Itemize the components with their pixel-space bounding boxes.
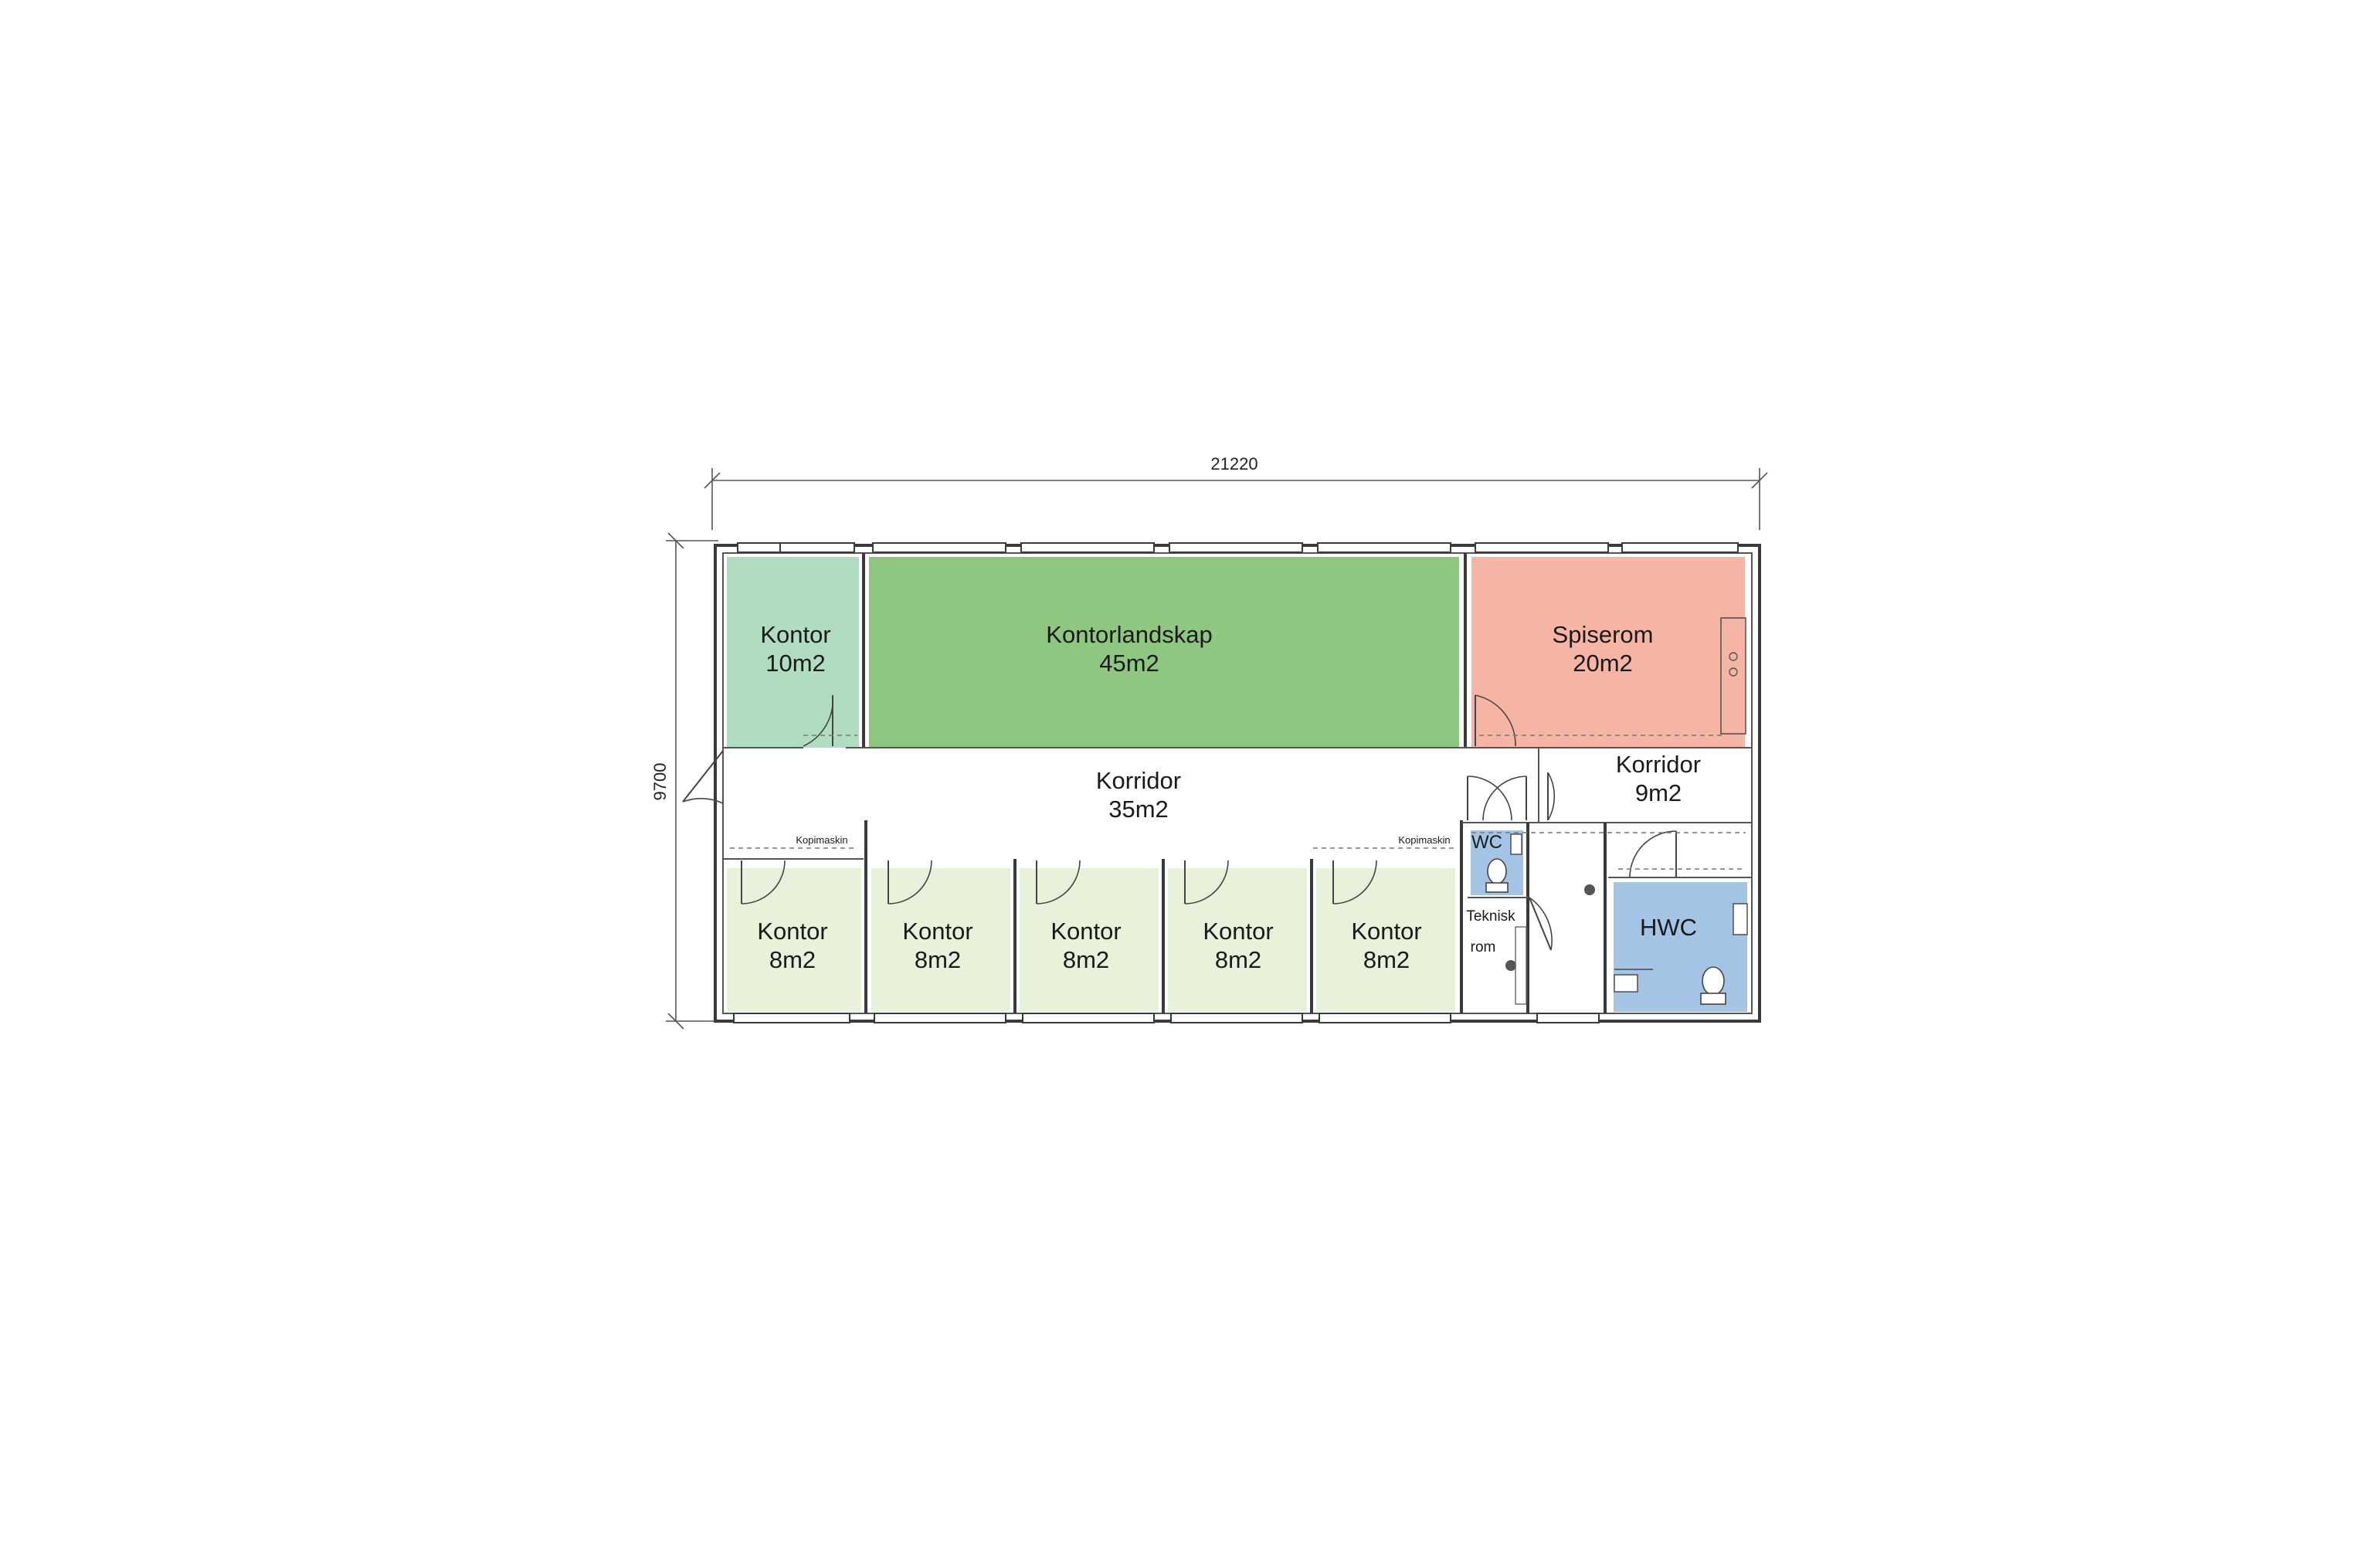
- room-kontor-2-area: 8m2: [915, 946, 961, 973]
- room-kontorlandskap-name: Kontorlandskap: [1046, 621, 1212, 648]
- dashed-zones: [730, 735, 1746, 870]
- room-kontor-2-name: Kontor: [902, 918, 972, 945]
- sink-icon: [1510, 833, 1522, 855]
- room-spiserom-fill: [1471, 557, 1745, 748]
- room-kontorlandskap: Kontorlandskap 45m2: [1046, 621, 1212, 677]
- room-kontor-1-name: Kontor: [757, 918, 827, 945]
- room-spiserom-area: 20m2: [1573, 650, 1633, 677]
- room-korridor-small-area: 9m2: [1635, 779, 1682, 806]
- hwc-sink-icon: [1733, 903, 1748, 935]
- kopimaskin-right-label: Kopimaskin: [1398, 834, 1450, 846]
- kopimaskin-left-label: Kopimaskin: [796, 834, 847, 846]
- dimension-width: 21220: [704, 454, 1768, 530]
- room-teknisk-name-line1: Teknisk: [1466, 908, 1515, 925]
- dimension-width-label: 21220: [1210, 454, 1257, 473]
- room-kontor-1: Kontor 8m2: [757, 918, 827, 973]
- windows-bottom: [733, 1013, 1600, 1023]
- room-hwc-name: HWC: [1640, 914, 1697, 941]
- room-kontor-2: Kontor 8m2: [902, 918, 972, 973]
- room-kontor-top-fill: [727, 557, 859, 748]
- room-kontor-3-area: 8m2: [1063, 946, 1109, 973]
- toilet-icon: [1487, 858, 1507, 884]
- room-kontor-5-area: 8m2: [1363, 946, 1410, 973]
- room-kontor-3: Kontor 8m2: [1050, 918, 1121, 973]
- room-korridor-main: Korridor 35m2: [1096, 767, 1181, 823]
- room-teknisk-name-line2: rom: [1471, 939, 1496, 955]
- fixtures: [1485, 617, 1748, 1005]
- dimension-height: 9700: [650, 532, 718, 1030]
- hwc-toilet-icon: [1702, 966, 1725, 996]
- room-kontor-5-fill: [1316, 868, 1455, 1012]
- room-wc-name: WC: [1471, 832, 1502, 853]
- room-kontor-4: Kontor 8m2: [1203, 918, 1273, 973]
- room-spiserom-name: Spiserom: [1553, 621, 1654, 648]
- room-kontor-2-fill: [871, 868, 1010, 1012]
- room-kontor-1-fill: [727, 868, 861, 1012]
- room-kontor-4-fill: [1168, 868, 1307, 1012]
- dimension-height-label: 9700: [650, 763, 670, 801]
- room-kontor-5-name: Kontor: [1351, 918, 1421, 945]
- room-hwc-fill: [1614, 882, 1747, 1012]
- room-kontor-top-area: 10m2: [765, 650, 826, 677]
- room-korridor-main-area: 35m2: [1108, 796, 1169, 823]
- room-kontor-top: Kontor 10m2: [760, 621, 830, 677]
- room-kontor-4-name: Kontor: [1203, 918, 1273, 945]
- room-korridor-small-name: Korridor: [1616, 751, 1701, 778]
- room-korridor-small: Korridor 9m2: [1616, 751, 1701, 806]
- windows-top: [737, 542, 1739, 553]
- room-kontorlandskap-area: 45m2: [1099, 650, 1159, 677]
- room-kontor-3-fill: [1020, 868, 1159, 1012]
- doors: [682, 694, 1753, 951]
- room-kontor-3-name: Kontor: [1050, 918, 1121, 945]
- room-spiserom: Spiserom 20m2: [1553, 621, 1654, 677]
- room-kontorlandskap-fill: [869, 557, 1459, 748]
- room-kontor-top-name: Kontor: [760, 621, 830, 648]
- room-kontor-5: Kontor 8m2: [1351, 918, 1421, 973]
- room-korridor-main-name: Korridor: [1096, 767, 1181, 794]
- room-kontor-4-area: 8m2: [1215, 946, 1261, 973]
- room-kontor-1-area: 8m2: [769, 946, 816, 973]
